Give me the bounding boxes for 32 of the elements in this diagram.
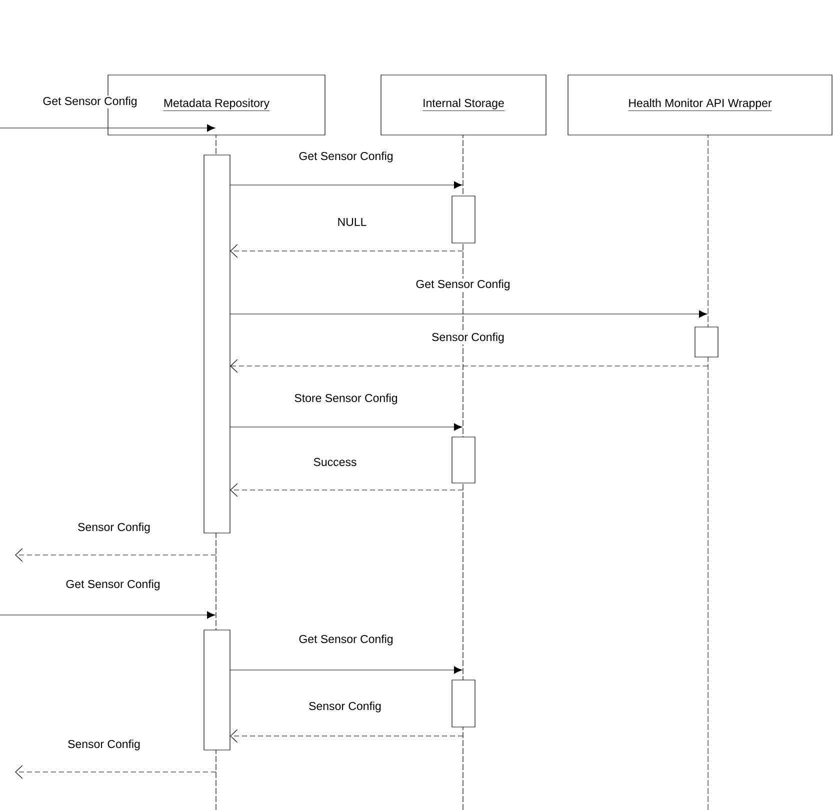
message-arrow	[230, 244, 464, 258]
edge-label: Get Sensor Config	[414, 278, 512, 292]
message-arrow	[230, 310, 708, 318]
edge-label: Sensor Config	[76, 522, 152, 534]
message-arrow	[230, 423, 462, 431]
activation-bar	[452, 680, 476, 728]
message-arrow	[230, 483, 464, 497]
message-arrow	[0, 611, 216, 619]
edge-label: Get Sensor Config	[42, 96, 138, 108]
edge-label: Get Sensor Config	[64, 578, 162, 592]
message-arrow	[230, 181, 462, 189]
activation-bar	[452, 196, 476, 244]
activation-bar	[452, 436, 476, 484]
edge-label: Store Sensor Config	[293, 392, 399, 406]
message-arrow	[0, 124, 216, 132]
edge-label: Success	[312, 456, 358, 468]
activation-bar	[204, 630, 230, 750]
edge-label: NULL	[336, 216, 368, 227]
edge-label: Sensor Config	[430, 332, 506, 344]
participant-box: Internal Storage	[380, 74, 546, 136]
activation-bar	[694, 326, 718, 358]
message-arrow	[15, 548, 216, 562]
message-arrow	[230, 359, 708, 373]
edge-label: Sensor Config	[308, 700, 382, 714]
message-arrow	[230, 666, 462, 674]
edge-label: Sensor Config	[66, 738, 142, 752]
edge-label: Get Sensor Config	[298, 634, 394, 646]
edge-label: Get Sensor Config	[298, 150, 394, 164]
message-arrow	[15, 765, 216, 779]
participant-box: Health Monitor API Wrapper	[568, 74, 832, 136]
activation-bar	[204, 154, 230, 534]
message-arrow	[230, 729, 464, 743]
